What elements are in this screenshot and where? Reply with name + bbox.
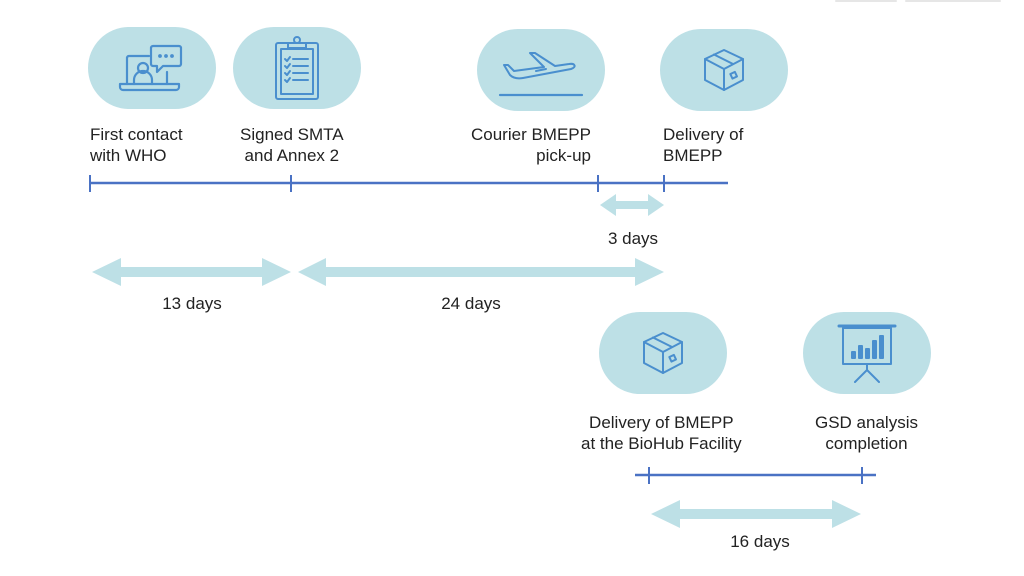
clipboard-checklist-icon xyxy=(275,36,319,100)
label-line-2: completion xyxy=(825,434,908,453)
milestone-label-gsd-completion: GSD analysis completion xyxy=(815,412,918,454)
bubble-first-contact xyxy=(88,27,216,109)
label-line-2: BMEPP xyxy=(663,146,723,165)
label-line-1: Signed SMTA xyxy=(240,125,344,144)
label-line-2: pick-up xyxy=(536,146,591,165)
airplane-icon xyxy=(498,52,584,97)
label-line-1: GSD analysis xyxy=(815,413,918,432)
milestone-label-delivery-biohub: Delivery of BMEPP at the BioHub Facility xyxy=(581,412,742,454)
label-line-1: Delivery of BMEPP xyxy=(589,413,734,432)
bubble-delivery-biohub xyxy=(599,312,727,394)
bubble-courier-pickup xyxy=(477,29,605,111)
video-call-icon xyxy=(118,44,183,92)
arrow-24-days xyxy=(298,258,664,286)
duration-label-3-days: 3 days xyxy=(607,229,659,248)
label-line-2: with WHO xyxy=(90,146,167,165)
label-line-2: and Annex 2 xyxy=(244,146,340,165)
duration-label-13-days: 13 days xyxy=(162,294,222,313)
top-edge-bar-2 xyxy=(905,0,1001,2)
milestone-label-signed-smta: Signed SMTA and Annex 2 xyxy=(240,124,344,166)
label-line-1: First contact xyxy=(90,125,183,144)
arrow-13-days xyxy=(92,258,291,286)
duration-label-16-days: 16 days xyxy=(730,532,790,551)
bubble-signed-smta xyxy=(233,27,361,109)
label-line-1: Courier BMEPP xyxy=(471,125,591,144)
label-line-1: Delivery of xyxy=(663,125,744,144)
bubble-gsd-completion xyxy=(803,312,931,394)
bubble-delivery xyxy=(660,29,788,111)
arrow-16-days xyxy=(651,500,861,528)
milestone-label-delivery: Delivery of BMEPP xyxy=(663,124,743,166)
milestone-label-courier-pickup: Courier BMEPP pick-up xyxy=(471,124,591,166)
package-box-icon xyxy=(643,332,683,374)
package-box-icon xyxy=(704,49,744,91)
arrow-3-days xyxy=(600,194,664,216)
milestone-label-first-contact: First contact with WHO xyxy=(90,124,183,166)
presentation-chart-icon xyxy=(837,324,897,383)
top-edge-bar-1 xyxy=(835,0,897,2)
duration-label-24-days: 24 days xyxy=(441,294,501,313)
label-line-2: at the BioHub Facility xyxy=(581,434,742,453)
